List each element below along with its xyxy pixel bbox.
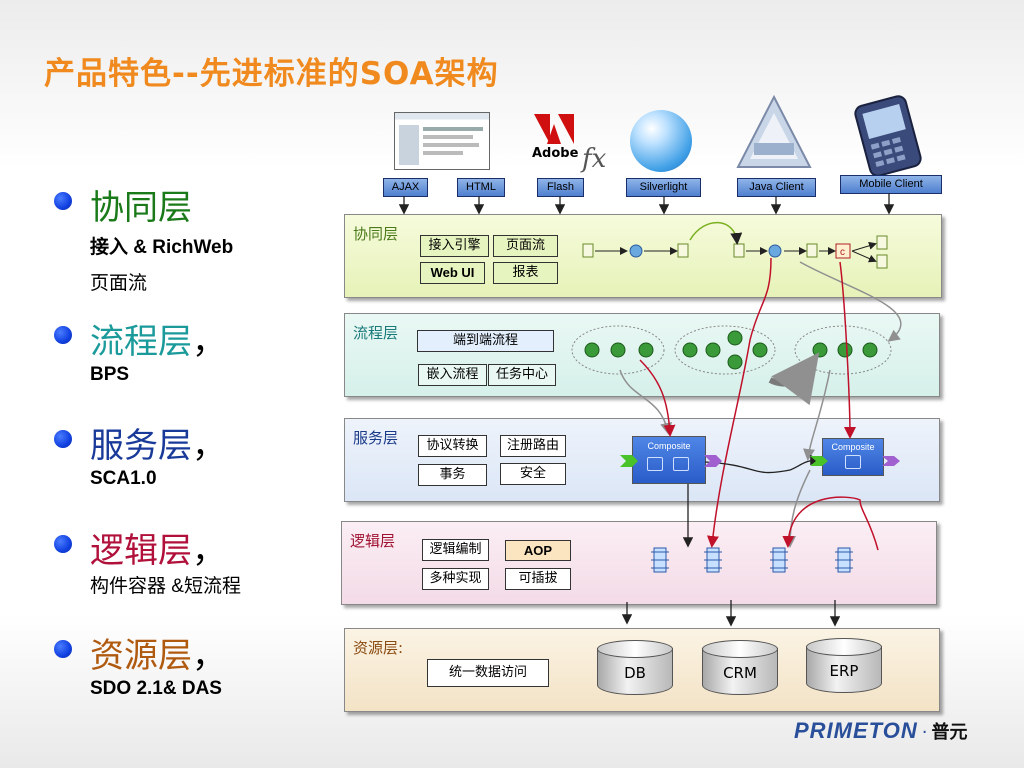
logo-cn: 普元 (931, 722, 968, 743)
bullet-dot-icon (54, 640, 72, 658)
module-multi-impl: 多种实现 (422, 568, 489, 590)
bullet-subtext: 页面流 (90, 273, 148, 294)
layer-label: 资源层: (353, 639, 404, 657)
bullet-comma: ， (192, 636, 226, 676)
module-task-center: 任务中心 (488, 364, 556, 386)
bullet-dot-icon (54, 535, 72, 553)
mobile-phone-icon (852, 95, 924, 177)
bullet-subtext: 构件容器 &短流程 (90, 576, 241, 597)
crm-cylinder: CRM (702, 640, 778, 702)
component-icons (653, 547, 851, 573)
bullet-heading: 逻辑层 (90, 531, 192, 571)
logo-separator: · (921, 722, 928, 743)
client-mobile: Mobile Client (840, 175, 942, 194)
adobe-flash-logo-icon: Adobe fx (528, 112, 618, 182)
layer-label: 协同层 (353, 225, 399, 243)
db-cylinder: DB (597, 640, 673, 702)
java-client-image-icon (734, 94, 812, 173)
primeton-logo: PRIMETON·普元 (794, 718, 967, 744)
module-protocol-conversion: 协议转换 (418, 435, 487, 457)
fx-logo-text: fx (582, 144, 607, 174)
module-embedded-process: 嵌入流程 (418, 364, 487, 386)
gear-icon (629, 244, 782, 258)
module-page-flow: 页面流 (493, 235, 558, 257)
erp-cylinder: ERP (806, 638, 882, 700)
module-e2e-process: 端到端流程 (417, 330, 554, 352)
page-title: 产品特色--先进标准的SOA架构 (44, 56, 499, 92)
process-flow-groups (571, 325, 892, 375)
store-label: CRM (723, 664, 757, 682)
store-label: DB (624, 664, 646, 682)
composite-pin-icons (620, 455, 900, 467)
process-node-icons (584, 330, 878, 370)
module-web-ui: Web UI (420, 262, 485, 284)
bullet-comma: ， (192, 322, 226, 362)
module-report: 报表 (493, 262, 558, 284)
client-ajax: AJAX (383, 178, 428, 197)
bullet-comma: ， (192, 426, 226, 466)
layer-label: 流程层 (353, 324, 399, 342)
bullet-subtext: BPS (90, 364, 130, 385)
composite-label: Composite (831, 442, 875, 452)
bullet-subtext: 接入 & RichWeb (90, 237, 234, 258)
module-access-engine: 接入引擎 (420, 235, 489, 257)
component-c-icon (835, 243, 851, 259)
bullet-dot-icon (54, 326, 72, 344)
ajax-screenshot-icon (394, 112, 490, 170)
bullet-subtext: SDO 2.1& DAS (90, 678, 222, 699)
bullet-heading: 流程层 (90, 322, 192, 362)
module-unified-data-access: 统一数据访问 (427, 659, 549, 687)
module-pluggable: 可插拔 (505, 568, 571, 590)
client-arrows (398, 193, 895, 215)
module-transaction: 事务 (418, 464, 487, 486)
bullet-heading: 服务层 (90, 426, 192, 466)
module-aop: AOP (505, 540, 571, 561)
module-registry-routing: 注册路由 (500, 435, 566, 457)
bullet-comma: ， (192, 531, 226, 571)
logo-en: PRIMETON (794, 718, 918, 743)
svg-text:c: c (840, 247, 845, 258)
layer-label: 逻辑层 (350, 532, 396, 550)
adobe-logo-text: Adobe (532, 146, 579, 161)
client-html: HTML (457, 178, 505, 197)
store-label: ERP (829, 662, 859, 680)
page-flow-icons (582, 235, 888, 269)
bullet-heading: 资源层 (90, 636, 192, 676)
module-security: 安全 (500, 463, 566, 485)
composite-label: Composite (647, 441, 691, 451)
bullet-subtext: SCA1.0 (90, 468, 157, 489)
layer-label: 服务层 (353, 429, 399, 447)
bullet-dot-icon (54, 192, 72, 210)
logic-layer-panel: 逻辑层 (341, 521, 937, 605)
module-logic-orchestration: 逻辑编制 (422, 539, 489, 561)
bullet-heading: 协同层 (90, 188, 192, 228)
silverlight-logo-icon (630, 110, 692, 172)
bullet-dot-icon (54, 430, 72, 448)
client-silverlight: Silverlight (626, 178, 701, 197)
